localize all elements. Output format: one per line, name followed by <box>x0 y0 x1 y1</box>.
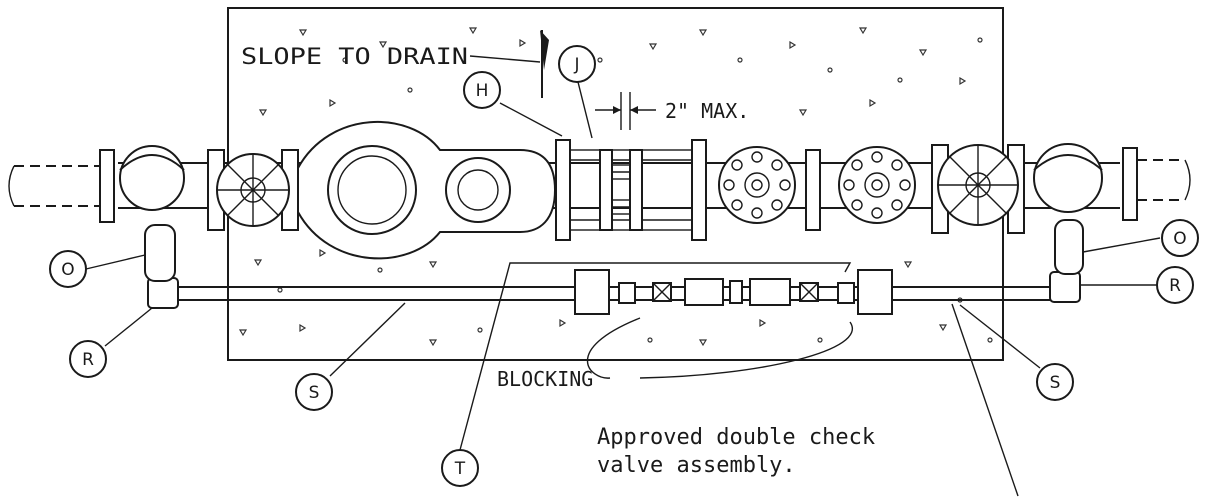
concrete-texture <box>238 27 993 347</box>
slope-to-drain-note: SLOPE TO DRAIN <box>241 45 468 70</box>
callout-O-right-label: O <box>1173 229 1186 249</box>
callout-O-left: O <box>49 250 87 288</box>
gap-max-note: 2" MAX. <box>665 99 749 123</box>
slope-arrow <box>540 30 549 98</box>
left-pipe-stub <box>8 149 115 223</box>
callout-R-right: R <box>1156 266 1194 304</box>
spool-section <box>555 139 707 241</box>
assembly-note-line2: valve assembly. <box>597 453 796 478</box>
meter-body <box>297 120 557 260</box>
callout-S-left-label: S <box>309 383 320 403</box>
right-elbow <box>1033 143 1103 213</box>
callout-T-label: T <box>454 459 466 479</box>
callout-J-label: J <box>573 55 579 75</box>
right-pipe-stub <box>1122 147 1191 221</box>
callout-S-right: S <box>1036 363 1074 401</box>
assembly-note-line1: Approved double check <box>597 425 875 450</box>
gap-dimension <box>595 92 656 130</box>
left-gate-valve <box>207 149 299 231</box>
callout-R-right-label: R <box>1169 276 1181 296</box>
bypass-line <box>144 219 1084 315</box>
callout-H-label: H <box>476 81 489 101</box>
callout-S-left: S <box>295 373 333 411</box>
callout-T: T <box>441 449 479 487</box>
callout-O-right: O <box>1161 219 1199 257</box>
right-gate-valve <box>931 144 1025 234</box>
left-elbow <box>119 145 185 211</box>
leader-lines <box>85 55 1161 497</box>
callout-O-left-label: O <box>61 260 74 280</box>
callout-H: H <box>463 71 501 109</box>
callout-R-left: R <box>69 340 107 378</box>
callout-J: J <box>558 45 596 83</box>
blocking-note: BLOCKING <box>497 367 593 391</box>
callout-S-right-label: S <box>1050 373 1061 393</box>
check-valves <box>718 146 916 231</box>
callout-R-left-label: R <box>82 350 94 370</box>
